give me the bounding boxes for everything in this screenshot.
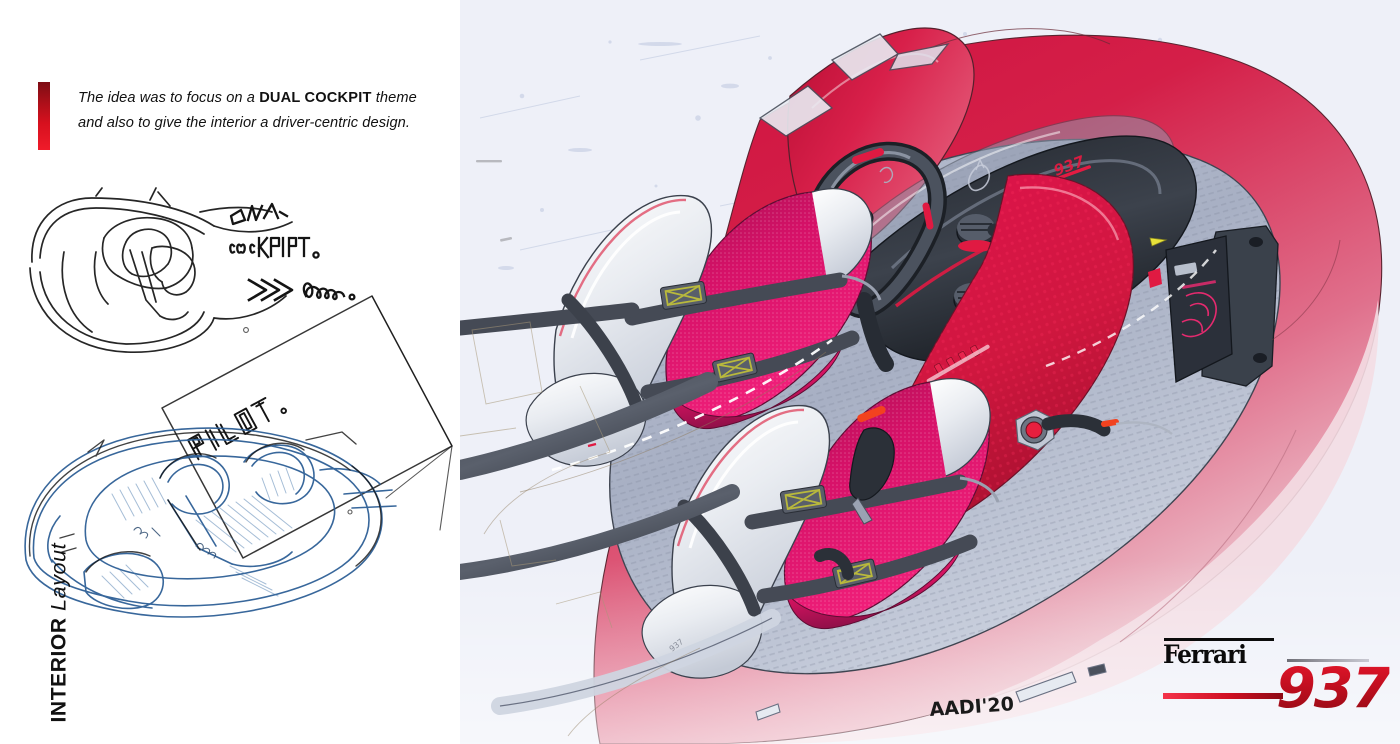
sill-rails — [460, 372, 781, 715]
steering-column — [856, 292, 894, 372]
pedal-stalk — [851, 497, 873, 525]
rotary-arm — [1041, 414, 1111, 437]
sketch-bottom-blue — [24, 427, 397, 618]
handwriting-pilot — [187, 397, 287, 461]
sill-rail-upper — [460, 372, 718, 480]
pedal-secondary — [814, 548, 854, 580]
ferrari-overline-rule — [1164, 638, 1274, 641]
seat-rear-headrest — [929, 378, 991, 477]
sketch-group — [24, 187, 453, 618]
sill-rail-mid — [460, 484, 740, 580]
dash-emblem-icon — [967, 164, 991, 192]
sketch-leader-lines — [243, 295, 453, 531]
display-red-accent — [1148, 268, 1162, 288]
tunnel-trim-strip — [926, 344, 990, 383]
tunnel-yellow-marker — [1149, 237, 1168, 247]
sketch-frame-box — [161, 295, 453, 559]
display-header-block — [1174, 262, 1198, 276]
rear-wing-hints — [758, 33, 950, 137]
stitch-line-left — [551, 338, 833, 472]
red-accent-bar — [38, 82, 50, 150]
ferrari-side-rule — [1287, 659, 1369, 662]
seat-front-headrest — [811, 188, 873, 287]
vlabel-italic: Layout — [46, 542, 71, 611]
center-rotary-control — [1015, 409, 1173, 451]
sketch-bottom-ink-overlay — [28, 431, 382, 573]
caption-text: The idea was to focus on a DUAL COCKPIT … — [78, 86, 440, 136]
display-graphics — [1181, 292, 1217, 338]
handwriting-dual-cockpit — [229, 202, 356, 302]
caption-emphasis: DUAL COCKPIT — [259, 90, 372, 106]
door-display-assembly — [1148, 225, 1279, 387]
pedal-assembly — [814, 405, 895, 580]
pedal-primary — [849, 427, 895, 501]
rotary-arm-accent — [1101, 419, 1119, 427]
yoke-red-insert-left — [852, 148, 884, 164]
seat-front-logo-rule — [587, 442, 597, 448]
vlabel-bold: INTERIOR — [47, 617, 71, 723]
detail-blades — [755, 663, 1107, 721]
harness-front-buckle-lower — [712, 352, 758, 383]
ferrari-937-logo: Ferrari 937 — [1163, 638, 1391, 720]
caption-line2: and also to give the interior a driver-c… — [78, 115, 411, 131]
ferrari-wordmark: Ferrari — [1163, 640, 1247, 669]
sketch-top-ink — [29, 187, 293, 353]
underlay-construction-lines — [460, 321, 613, 629]
bracket-bolt-bottom — [1253, 353, 1267, 363]
sketch-blue-hatching — [101, 467, 295, 599]
body-detail-lines — [483, 239, 1341, 737]
knob-upper — [956, 214, 1023, 263]
pedal-top-accent — [857, 405, 886, 423]
harness-rear-buckle-upper — [779, 485, 827, 514]
vertical-section-label: INTERIOR Layout — [47, 473, 72, 723]
sketch-script-labels — [133, 526, 217, 559]
caption-line1-pre: The idea was to focus on a — [78, 90, 260, 106]
bracket-bolt-top — [1249, 237, 1263, 247]
yoke-red-insert-right — [922, 202, 934, 230]
model-number: 937 — [1276, 656, 1391, 720]
model-number-rule — [1163, 693, 1283, 699]
interior-render-illustration: 937 — [460, 0, 1400, 744]
yoke-emblem-icon — [879, 166, 894, 184]
harness-front-buckle-upper — [659, 281, 707, 310]
caption-line1-post: theme — [371, 90, 417, 106]
left-sketch-panel: The idea was to focus on a DUAL COCKPIT … — [0, 0, 460, 744]
